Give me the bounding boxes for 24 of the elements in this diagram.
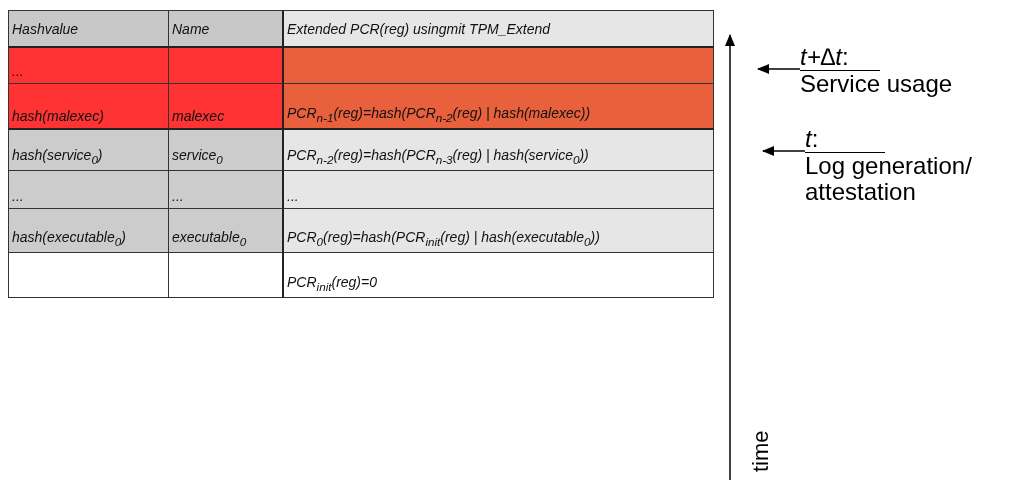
table-cell: Hashvalue xyxy=(8,10,169,47)
table-cell: hash(executable$_{0}$) xyxy=(8,208,169,253)
table-cell: PCR$_{n-1}$(reg)=hash(PCR$_{n-2}$(reg) | hash(malexec)) xyxy=(282,83,714,129)
table-cell: ... xyxy=(8,170,169,209)
table-cell: hash(service$_{0}$) xyxy=(8,128,169,171)
axis-label: time xyxy=(748,430,774,472)
time-point-label: t+∆t: xyxy=(800,44,880,71)
table-cell: ... xyxy=(8,46,169,84)
table-cell: Extended PCR(reg) usingmit TPM_Extend xyxy=(282,10,714,47)
arrow xyxy=(762,146,806,156)
table-cell: service$_{0}$ xyxy=(168,128,283,171)
table-cell: malexec xyxy=(168,83,283,129)
table-cell: hash(malexec) xyxy=(8,83,169,129)
event-label: Log generation/ attestation xyxy=(805,153,973,205)
time-point-label: t: xyxy=(805,126,885,153)
table-cell: PCR$_{0}$(reg)=hash(PCR$_{init}$(reg) | hash(executable$_{0}$)) xyxy=(282,208,714,253)
table-cell: executable$_{0}$ xyxy=(168,208,283,253)
table-cell: Name xyxy=(168,10,283,47)
arrow xyxy=(757,64,801,74)
table-cell: PCR$_{n-2}$(reg)=hash(PCR$_{n-3}$(reg) | hash(service$_{0}$)) xyxy=(282,128,714,171)
table-cell: PCR$_{init}$(reg)=0 xyxy=(282,252,714,298)
table-cell: ... xyxy=(282,170,714,209)
event-label: Service usage xyxy=(800,71,953,97)
table-cell: ... xyxy=(168,170,283,209)
